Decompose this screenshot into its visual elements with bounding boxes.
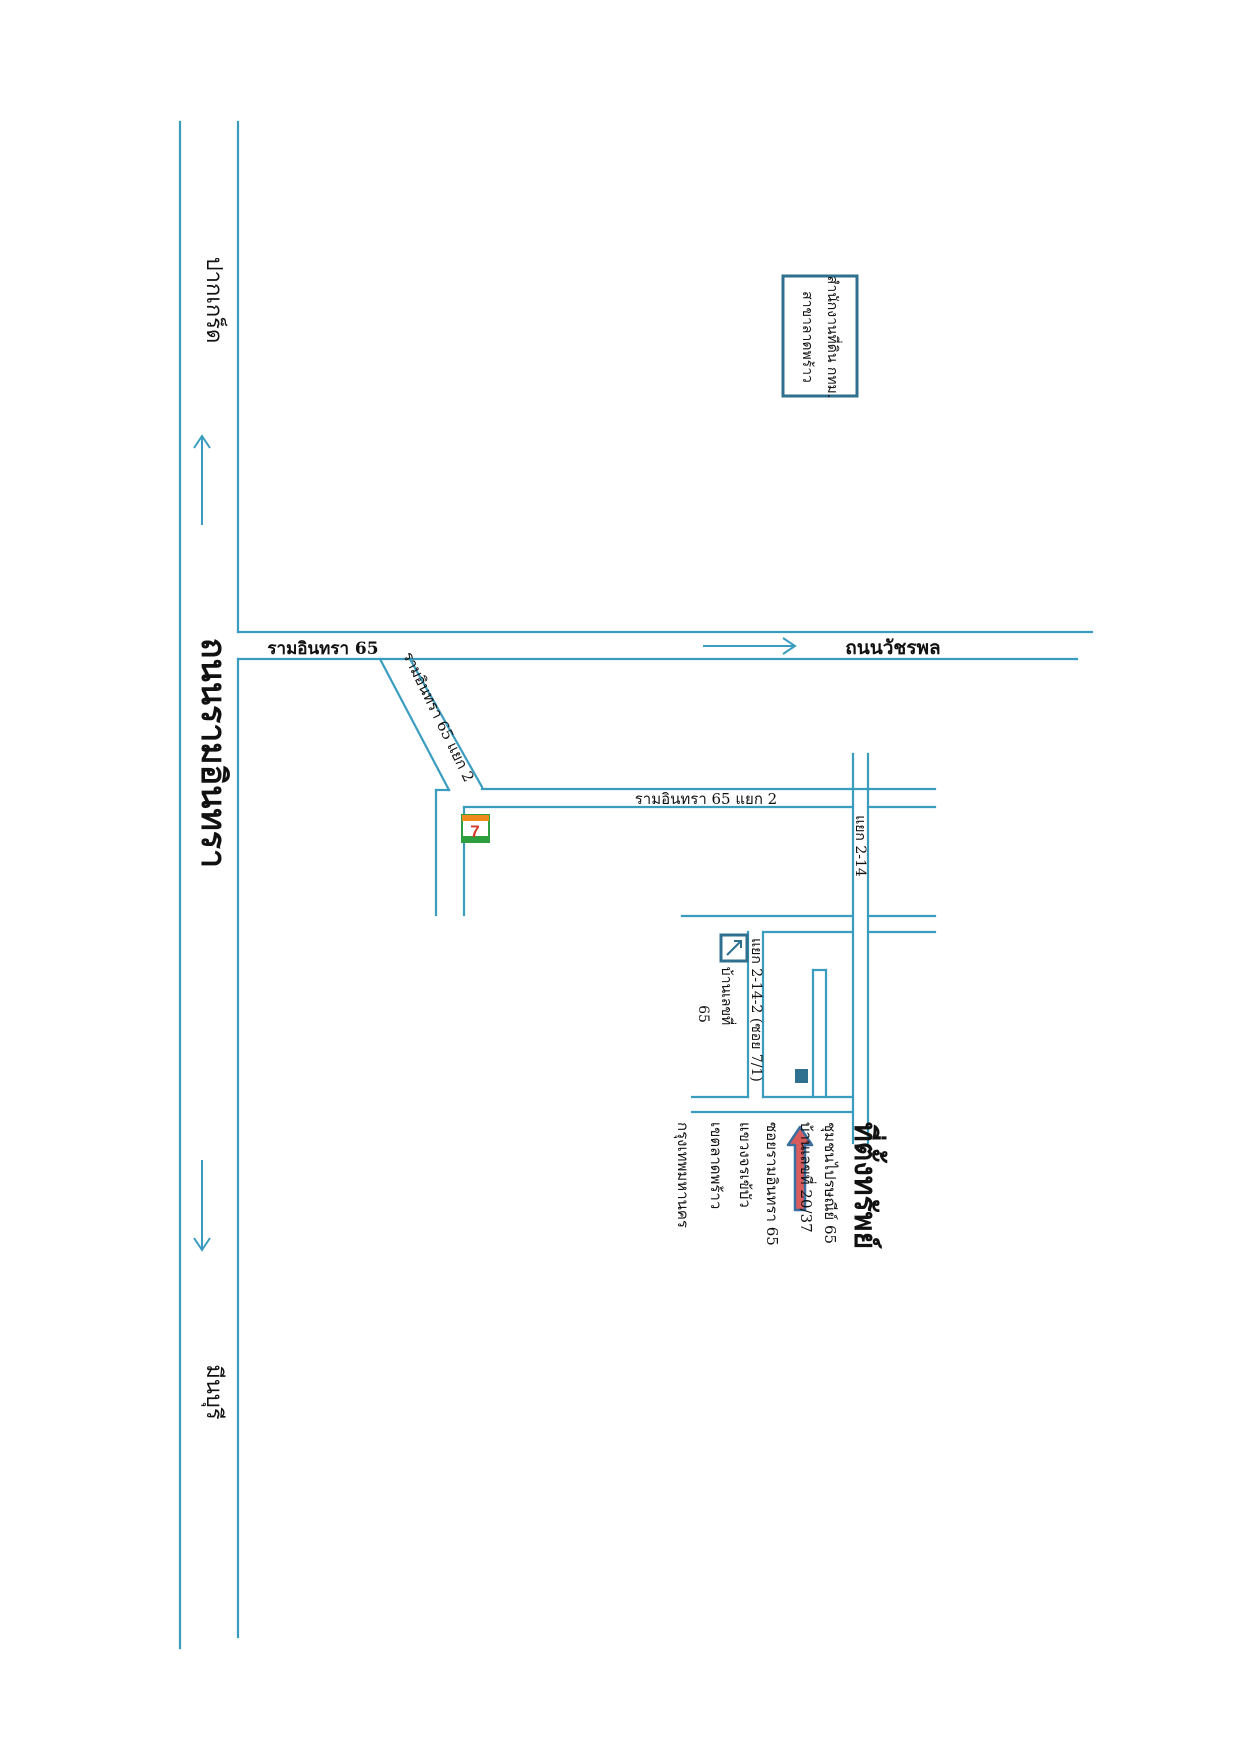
yaek-2-14-2-label: แยก 2-14-2 (ซอย 7/1)	[748, 938, 764, 1082]
svg-text:7: 7	[470, 822, 479, 841]
ram-intra-65-yaek-2-lane	[434, 787, 937, 917]
destination-line-3: ซอยรามอินทรา 65	[763, 1122, 781, 1246]
yaek-2-14-road	[851, 752, 937, 1145]
destination-line-6: กรุงเทพมหานคร	[673, 1122, 692, 1228]
min-buri-label: มีนบุรี	[201, 1364, 226, 1420]
village-65-line2: 65	[695, 1005, 711, 1023]
district-office-line1: สำนักงานที่ดิน กทม.	[824, 276, 842, 398]
arrow-up-icon	[193, 434, 211, 525]
arrow-right-icon	[703, 637, 797, 655]
main-road	[178, 120, 240, 1650]
main-road-label: ถนนรามอินทรา	[193, 638, 233, 868]
village-65-line1: บ้านเลขที่	[718, 967, 736, 1025]
village-box-icon	[719, 933, 749, 963]
destination-line-1: ชุมชนไปรษณีย์ 65	[820, 1122, 839, 1244]
district-office-box	[781, 274, 859, 398]
arrow-down-icon	[193, 1160, 211, 1252]
wacharaphon-road	[236, 630, 1094, 661]
ram-intra-65-label: รามอินทรา 65	[267, 639, 378, 659]
ram-intra-65-yaek-2-diagonal-road	[378, 657, 484, 792]
7-eleven-logo-icon: 7	[461, 814, 490, 843]
destination-title: ที่ตั้งทรัพย์	[847, 1122, 888, 1249]
destination-line-5: เขตลาดพร้าว	[707, 1122, 725, 1209]
destination-line-4: แขวงจรเข้บัว	[736, 1122, 754, 1208]
pak-kret-label: ปากเกร็ด	[201, 257, 229, 344]
destination-marker	[795, 1069, 808, 1083]
wacharaphon-road-label: ถนนวัชรพล	[845, 637, 940, 659]
destination-line-2: บ้านเลขที่ 20/37	[797, 1122, 817, 1233]
ram-intra-65-yaek-2-lane-label: รามอินทรา 65 แยก 2	[635, 790, 777, 808]
yaek-2-14-label: แยก 2-14	[852, 815, 868, 877]
destination-address: ชุมชนไปรษณีย์ 65 บ้านเลขที่ 20/37 ซอยราม…	[673, 1122, 839, 1246]
district-office-line2: สาขาลาดพร้าว	[799, 291, 815, 383]
pointer-arrow-icon	[786, 1125, 814, 1212]
